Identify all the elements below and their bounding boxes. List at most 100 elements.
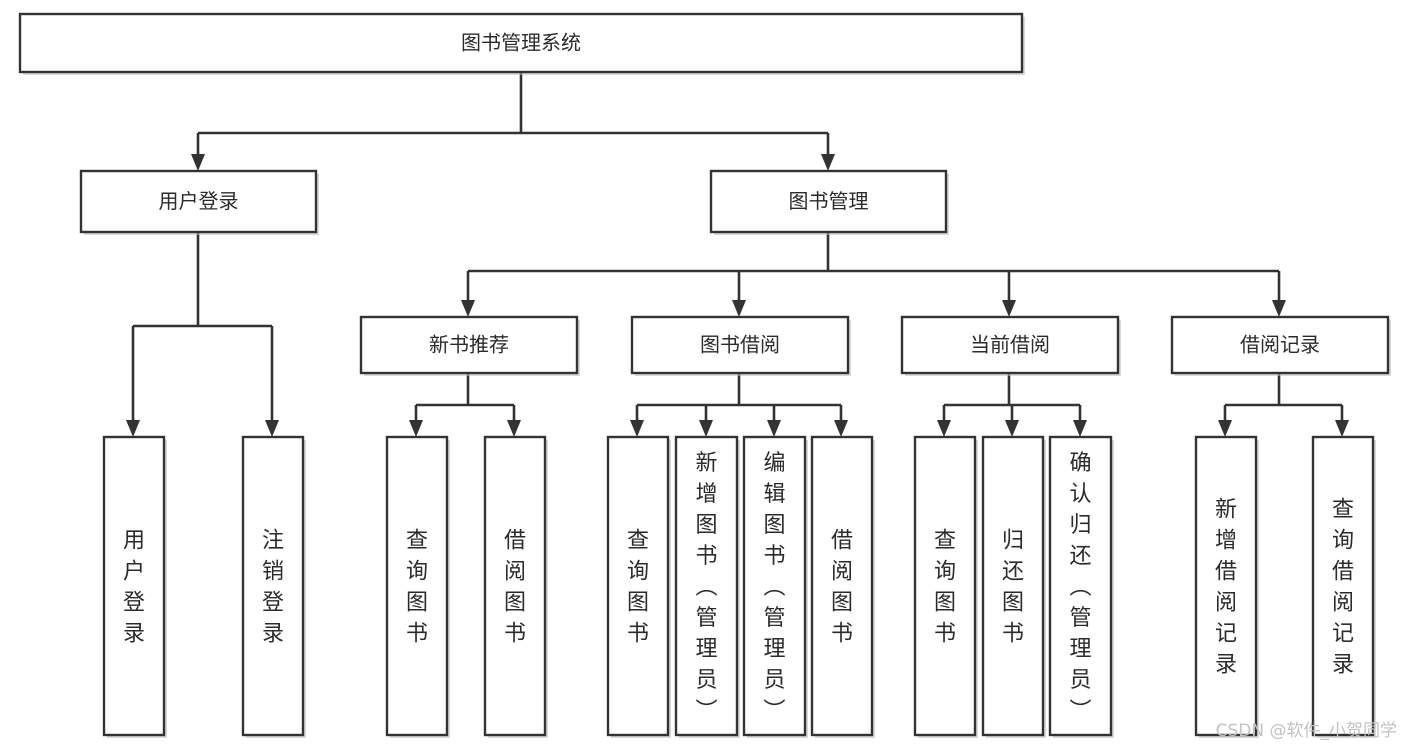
svg-text:录: 录 [1215,653,1237,678]
svg-text:图: 图 [627,591,649,616]
arrow-head-icon [732,300,746,317]
node-label: 用户登录 [159,189,239,213]
node-box[interactable] [483,435,547,737]
svg-text:图: 图 [763,513,785,538]
svg-text:图: 图 [831,591,853,616]
node-box[interactable] [1048,435,1113,737]
svg-text:新: 新 [695,451,717,476]
node-box[interactable] [1194,435,1258,737]
node-label: 图书借阅 [700,333,780,357]
svg-text:借: 借 [1215,560,1237,585]
svg-text:员: 员 [695,668,717,693]
svg-text:管: 管 [1069,606,1091,631]
svg-text:用: 用 [123,529,145,554]
node-box[interactable] [981,435,1045,737]
svg-text:书: 书 [934,622,956,647]
svg-text:书: 书 [763,544,785,569]
svg-text:询: 询 [934,560,956,585]
node-box[interactable] [241,435,305,737]
node-leaf-user-login[interactable]: 用户登录 [102,435,167,738]
node-box[interactable] [674,435,739,737]
node-current-borrow[interactable]: 当前借阅 [900,315,1121,376]
arrow-head-icon [767,420,781,437]
node-box[interactable] [79,169,318,234]
svg-text:询: 询 [627,560,649,585]
arrow-head-icon [265,420,279,437]
svg-text:员: 员 [1069,668,1091,693]
node-label: 图书管理系统 [461,31,581,55]
svg-text:还: 还 [1069,544,1091,569]
node-box[interactable] [1311,435,1375,737]
node-box[interactable] [810,435,874,737]
arrow-head-icon [1272,300,1286,317]
node-box[interactable] [606,435,670,737]
svg-text:︵: ︵ [695,575,717,600]
svg-text:︶: ︶ [1069,699,1091,724]
node-box[interactable] [630,315,850,375]
node-box[interactable] [1170,315,1390,375]
node-box[interactable] [742,435,807,737]
node-root[interactable]: 图书管理系统 [18,12,1025,75]
svg-text:录: 录 [123,622,145,647]
svg-text:认: 认 [1069,482,1091,507]
svg-text:户: 户 [123,560,145,585]
svg-text:借: 借 [831,529,853,554]
arrow-head-icon [461,300,475,317]
node-box[interactable] [709,169,948,234]
svg-text:注: 注 [262,529,284,554]
connector-recommend-to-leaves [409,373,521,437]
svg-text:图: 图 [934,591,956,616]
node-box[interactable] [18,12,1024,74]
node-new-book-recommend[interactable]: 新书推荐 [359,315,580,376]
svg-text:阅: 阅 [1332,591,1354,616]
node-book-borrow[interactable]: 图书借阅 [630,315,851,376]
svg-text:阅: 阅 [504,560,526,585]
node-box[interactable] [913,435,977,737]
connector-bookmanage-to-level3 [461,232,1286,317]
node-book-manage[interactable]: 图书管理 [709,169,949,235]
arrow-head-icon [507,420,521,437]
csdn-watermark: CSDN @软件_小贺同学 [1215,721,1397,741]
node-box[interactable] [359,315,579,375]
node-user-login[interactable]: 用户登录 [79,169,319,235]
svg-text:阅: 阅 [831,560,853,585]
connector-layer [126,72,1349,437]
connector-userlogin-to-leaves [126,232,279,437]
svg-text:记: 记 [1215,622,1237,647]
svg-text:理: 理 [695,637,717,662]
svg-text:书: 书 [504,622,526,647]
node-box[interactable] [385,435,449,737]
svg-text:增: 增 [1215,529,1237,554]
svg-text:编: 编 [763,451,785,476]
arrow-head-icon [937,420,951,437]
svg-text:书: 书 [406,622,428,647]
node-box[interactable] [900,315,1120,375]
node-box[interactable] [102,435,166,737]
svg-text:图: 图 [1002,591,1024,616]
arrow-head-icon [834,420,848,437]
node-borrow-record[interactable]: 借阅记录 [1170,315,1391,376]
svg-text:录: 录 [262,622,284,647]
arrow-head-icon [1218,420,1232,437]
